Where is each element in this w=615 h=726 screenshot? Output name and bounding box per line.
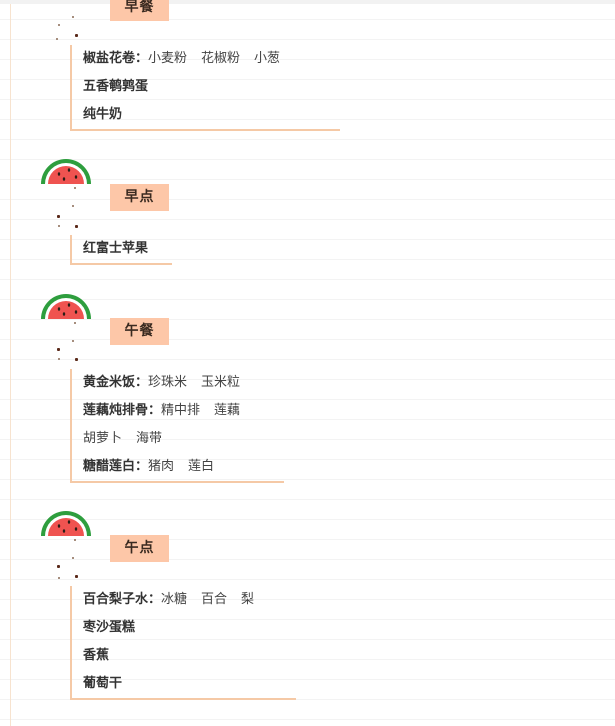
ingredient: 冰糖 — [161, 592, 188, 607]
ingredient: 海带 — [136, 431, 163, 446]
meal-label-lunch: 午餐 — [110, 318, 169, 345]
menu-item: 枣沙蛋糕 — [72, 614, 296, 642]
ingredient: 花椒粉 — [201, 51, 241, 66]
ingredient-list: 珍珠米玉米粒 — [148, 375, 254, 390]
meal-label-afternoon-snack: 午点 — [110, 535, 169, 562]
menu-item: 葡萄干 — [72, 670, 296, 698]
meal-items-morning-snack: 红富士苹果 — [70, 235, 172, 265]
dish-name: 香蕉 — [83, 648, 110, 663]
drip-dot — [58, 225, 60, 227]
menu-item: 糖醋莲白：猪肉莲白 — [72, 453, 284, 481]
dish-name: 黄金米饭： — [83, 375, 149, 390]
drip-dot — [57, 215, 60, 218]
meal-label-morning-snack: 早点 — [110, 184, 169, 211]
drip-dot — [72, 205, 74, 207]
ingredient: 梨 — [241, 592, 255, 607]
menu-item: 胡萝卜海带 — [72, 425, 284, 453]
drip-dot — [57, 565, 60, 568]
ingredient-list: 猪肉莲白 — [148, 459, 228, 474]
ingredient: 玉米粒 — [201, 375, 241, 390]
top-strip — [0, 0, 615, 4]
ingredient-list: 精中排莲藕 — [161, 403, 254, 418]
ingredient: 猪肉 — [148, 459, 175, 474]
drip-dot — [72, 557, 74, 559]
drip-dot — [56, 38, 58, 40]
dish-name: 糖醋莲白： — [83, 459, 149, 474]
menu-item: 黄金米饭：珍珠米玉米粒 — [72, 369, 284, 397]
dish-name: 椒盐花卷： — [83, 51, 149, 66]
ingredient: 胡萝卜 — [83, 431, 123, 446]
drip-dot — [75, 575, 78, 578]
drip-dot — [58, 577, 60, 579]
menu-item: 椒盐花卷：小麦粉花椒粉小葱 — [72, 45, 340, 73]
meal-label-breakfast: 早餐 — [110, 0, 169, 21]
menu-item: 香蕉 — [72, 642, 296, 670]
meal-items-lunch: 黄金米饭：珍珠米玉米粒 莲藕炖排骨：精中排莲藕 胡萝卜海带 糖醋莲白：猪肉莲白 — [70, 369, 284, 483]
ingredient: 小葱 — [254, 51, 281, 66]
ingredient-list: 胡萝卜海带 — [83, 431, 176, 446]
drip-dot — [75, 34, 78, 37]
drip-dot — [74, 539, 76, 541]
dish-name: 枣沙蛋糕 — [83, 620, 136, 635]
ingredient-list: 小麦粉花椒粉小葱 — [148, 51, 294, 66]
menu-item: 五香鹌鹑蛋 — [72, 73, 340, 101]
drip-dot — [58, 358, 60, 360]
watermelon-icon — [41, 511, 91, 536]
drip-dot — [74, 322, 76, 324]
dish-name: 五香鹌鹑蛋 — [83, 79, 149, 94]
watermelon-icon — [41, 159, 91, 184]
menu-item: 纯牛奶 — [72, 101, 340, 129]
dish-name: 红富士苹果 — [83, 241, 149, 256]
menu-item: 红富士苹果 — [72, 235, 172, 263]
drip-dot — [72, 16, 74, 18]
watermelon-icon — [41, 294, 91, 319]
ingredient: 莲藕 — [214, 403, 241, 418]
meal-items-breakfast: 椒盐花卷：小麦粉花椒粉小葱 五香鹌鹑蛋 纯牛奶 — [70, 45, 340, 131]
drip-dot — [57, 348, 60, 351]
ingredient: 珍珠米 — [148, 375, 188, 390]
ingredient-list: 冰糖百合梨 — [161, 592, 268, 607]
menu-item: 莲藕炖排骨：精中排莲藕 — [72, 397, 284, 425]
drip-dot — [75, 358, 78, 361]
dish-name: 莲藕炖排骨： — [83, 403, 162, 418]
ingredient: 莲白 — [188, 459, 215, 474]
dish-name: 纯牛奶 — [83, 107, 123, 122]
meal-items-afternoon-snack: 百合梨子水：冰糖百合梨 枣沙蛋糕 香蕉 葡萄干 — [70, 586, 296, 700]
drip-dot — [75, 225, 78, 228]
dish-name: 葡萄干 — [83, 676, 123, 691]
drip-dot — [58, 24, 60, 26]
ingredient: 百合 — [201, 592, 228, 607]
drip-dot — [74, 187, 76, 189]
ingredient: 精中排 — [161, 403, 201, 418]
drip-dot — [72, 340, 74, 342]
ingredient: 小麦粉 — [148, 51, 188, 66]
menu-item: 百合梨子水：冰糖百合梨 — [72, 586, 296, 614]
dish-name: 百合梨子水： — [83, 592, 162, 607]
